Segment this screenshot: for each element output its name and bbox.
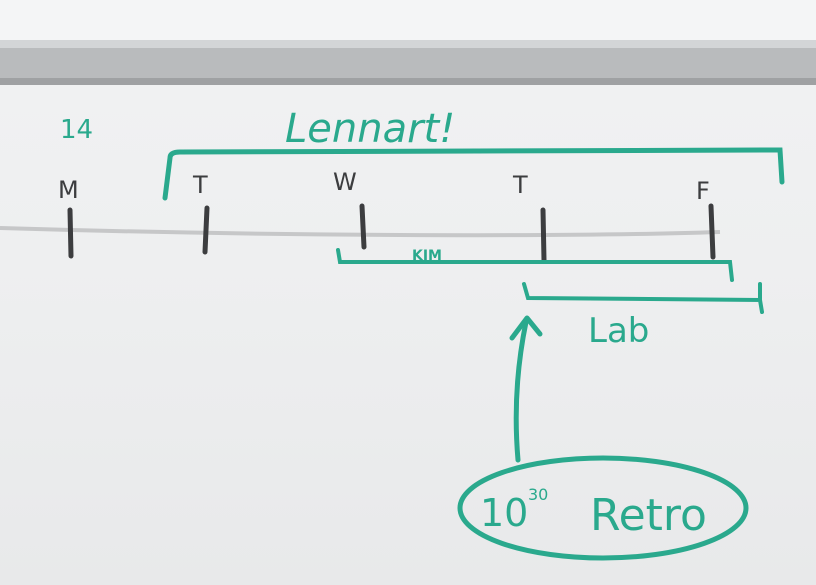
day-tick-mon bbox=[67, 207, 74, 259]
day-tick-thu bbox=[540, 207, 547, 263]
day-label-mon: M bbox=[58, 176, 79, 204]
arrow-head-icon bbox=[509, 315, 543, 341]
retro-time-hour: 10 bbox=[480, 491, 528, 535]
kim-bracket bbox=[336, 248, 734, 282]
wall bbox=[0, 0, 816, 40]
day-tick-tue bbox=[202, 205, 210, 255]
kim-label: KIM bbox=[412, 248, 442, 264]
retro-time-minutes: 30 bbox=[528, 485, 548, 504]
day-label-wed: W bbox=[333, 168, 357, 196]
lab-bracket bbox=[522, 282, 764, 314]
timeline-line bbox=[0, 226, 721, 238]
top-label: Lennart! bbox=[285, 106, 455, 152]
lab-label: Lab bbox=[588, 311, 649, 351]
retro-circle bbox=[457, 455, 749, 561]
day-tick-fri bbox=[708, 203, 716, 260]
retro-label: Retro bbox=[590, 490, 707, 541]
week-number: 14 bbox=[60, 115, 93, 145]
day-label-fri: F bbox=[696, 177, 710, 205]
day-label-tue: T bbox=[192, 171, 208, 199]
day-label-thu: T bbox=[512, 171, 528, 199]
day-tick-wed bbox=[359, 203, 367, 250]
week-bracket bbox=[162, 147, 785, 201]
retro-arrow bbox=[513, 319, 529, 463]
